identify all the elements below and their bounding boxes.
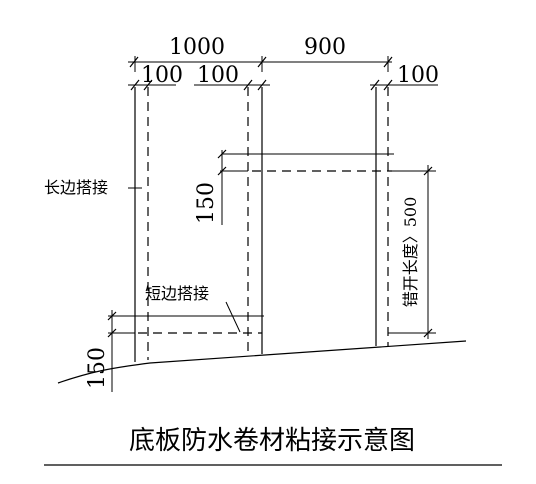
- short-edge-overlap-label: 短边搭接: [145, 284, 209, 303]
- short-edge-leader: [225, 301, 241, 333]
- dim-150-lower-label: 150: [85, 347, 110, 389]
- left-short-overlap: [107, 310, 264, 392]
- right-short-overlap: [217, 149, 394, 225]
- dim-1000-label: 1000: [169, 35, 225, 60]
- long-edge-overlap-label: 长边搭接: [44, 178, 108, 197]
- dim-100-mid-label: 100: [197, 63, 239, 88]
- dim-100-left-label: 100: [141, 63, 183, 88]
- ground-line: [57, 340, 467, 384]
- sheet-edges: [134, 87, 389, 362]
- stagger-length-label: 错开长度〉500: [401, 197, 420, 308]
- dim-150-upper-label: 150: [194, 182, 219, 224]
- dim-900-label: 900: [304, 35, 346, 60]
- top-dimension-lines: [128, 56, 438, 91]
- diagram-title: 底板防水卷材粘接示意图: [129, 426, 415, 456]
- dim-100-right-label: 100: [397, 63, 439, 88]
- stagger-dimension: [388, 165, 436, 339]
